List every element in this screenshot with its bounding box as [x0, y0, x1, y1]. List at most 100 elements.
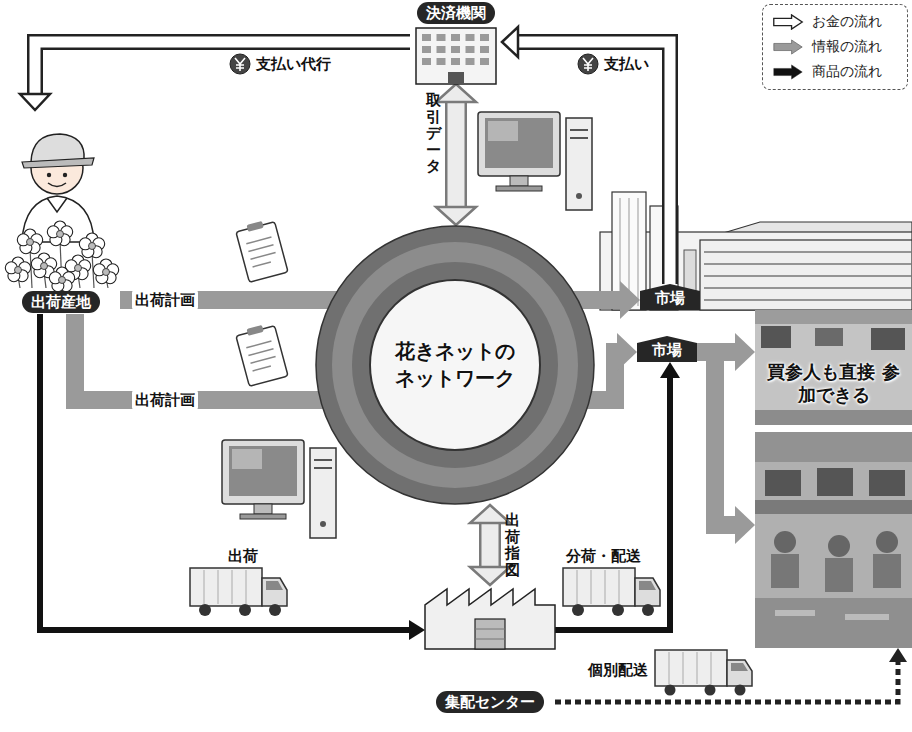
clipboard-icon-part: [253, 262, 271, 267]
bank-outline-part: [451, 34, 460, 41]
ring-outline-part: [370, 280, 540, 450]
photo-outline-part: [765, 470, 801, 496]
arrow-head: [735, 506, 755, 544]
yen-coin-part: [235, 58, 245, 71]
farm-outline-part: [27, 239, 34, 246]
legend-arrow: [771, 64, 805, 80]
arrow-shaft: [35, 42, 410, 99]
photo-outline-part: [755, 432, 912, 462]
edge-label-holder: 出荷計画: [132, 290, 198, 310]
legend-row: 情報の流れ: [771, 38, 899, 56]
arrow-head: [620, 281, 640, 319]
legend-arrow: [771, 14, 805, 30]
truck-icon-part: [239, 604, 251, 616]
truck-icon: [190, 568, 287, 616]
truck-icon-part: [655, 650, 727, 686]
truck-icon-part: [669, 652, 670, 684]
legend-arrow: [771, 39, 805, 55]
lower-computer-part: [232, 449, 262, 469]
market-building-part: [700, 240, 912, 310]
center-outline-part: [475, 639, 505, 640]
tag-text: 市場: [652, 341, 682, 360]
upper-computer-part: [485, 118, 553, 168]
farm-outline-part: [103, 269, 110, 276]
lower-computer-part: [229, 446, 297, 496]
clipboard-icon-part: [236, 326, 288, 387]
photo-outline-part: [828, 535, 850, 557]
farm-outline-part: [41, 263, 48, 270]
upper-computer-part: [510, 176, 528, 186]
upper-computer-part: [496, 186, 542, 191]
photo-outline-part: [876, 531, 898, 553]
clipboard-icon-part: [250, 252, 275, 259]
truck-icon-part: [605, 570, 606, 604]
photo-outline-part: [845, 614, 889, 620]
bank-outline-part: [466, 58, 475, 65]
bank-outline-part: [480, 58, 489, 65]
edge-label: 出荷指図: [505, 512, 520, 578]
bank-outline-part: [422, 34, 431, 41]
market-building-part: [704, 275, 912, 277]
edge-label-holder: 支払い代行: [256, 54, 331, 74]
truck-icon-part: [577, 570, 578, 604]
clipboard-icon: [235, 218, 288, 282]
arrow-shaft: [448, 97, 465, 213]
farm-outline-part: [22, 158, 94, 168]
lower-computer-part: [314, 467, 332, 469]
legend-box: お金の流れ情報の流れ商品の流れ: [762, 4, 908, 90]
edge-label-holder: 出荷指図: [505, 512, 520, 578]
photo-outline: [755, 310, 912, 648]
photo-outline-part: [755, 432, 912, 648]
bank-outline-part: [466, 46, 475, 53]
truck-icon-part: [642, 604, 654, 616]
arrow-head: [470, 505, 510, 523]
legend-text: お金の流れ: [812, 13, 882, 31]
upper-computer-part: [566, 118, 592, 210]
bank-outline-part: [437, 58, 446, 65]
photo-outline-part: [755, 310, 912, 324]
dot-arrow: [555, 648, 907, 702]
node-badge: 決済機関: [417, 2, 495, 24]
center-outline-part: [475, 629, 505, 630]
market-tag: 市場: [640, 284, 700, 310]
edge-label-holder: 個別配送: [588, 660, 648, 680]
truck-icon-part: [190, 568, 262, 606]
photo-outline-part: [817, 468, 853, 496]
yen-coin: [578, 54, 598, 74]
market-building-part: [600, 232, 912, 310]
arrow-head: [409, 620, 425, 640]
upper-computer-part: [488, 121, 518, 141]
truck-icon-part: [683, 652, 684, 684]
farm-outline-part: [57, 231, 64, 238]
photo-panel: 買参人も直接 参加できる: [755, 310, 912, 648]
edge-label-holder: 出荷計画: [132, 390, 198, 410]
truck-icon-part: [266, 581, 283, 590]
bank-outline-part: [451, 46, 460, 53]
market-building-part: [704, 251, 912, 253]
truck-icon-part: [731, 663, 748, 671]
hollow-arrow: [470, 505, 510, 585]
ring-outline-part: [316, 226, 594, 504]
clipboard-icon-part: [250, 356, 275, 363]
photo-outline-part: [873, 554, 901, 588]
upper-computer: [478, 112, 592, 210]
market-building-part: [704, 263, 912, 265]
center-outline-part: [475, 619, 505, 649]
ring-outline: [315, 225, 595, 505]
truck-icon-part: [232, 570, 233, 604]
clipboard-icon-part: [246, 341, 271, 348]
clipboard-icon: [235, 322, 288, 386]
farm-outline-part: [48, 183, 66, 187]
arrow-shaft: [479, 518, 501, 573]
edge-label: 出荷計画: [132, 390, 198, 410]
farm-outline: [2, 110, 120, 314]
lower-computer-part: [314, 459, 332, 461]
ring-title: 花きネットの ネットワーク: [389, 338, 521, 392]
arrow-head: [502, 27, 518, 57]
photo-outline-part: [755, 310, 912, 425]
edge-label: 取引データ: [426, 92, 441, 175]
upper-computer-part: [570, 137, 588, 139]
farm-outline-part: [63, 173, 67, 177]
lower-computer-part: [254, 504, 272, 514]
